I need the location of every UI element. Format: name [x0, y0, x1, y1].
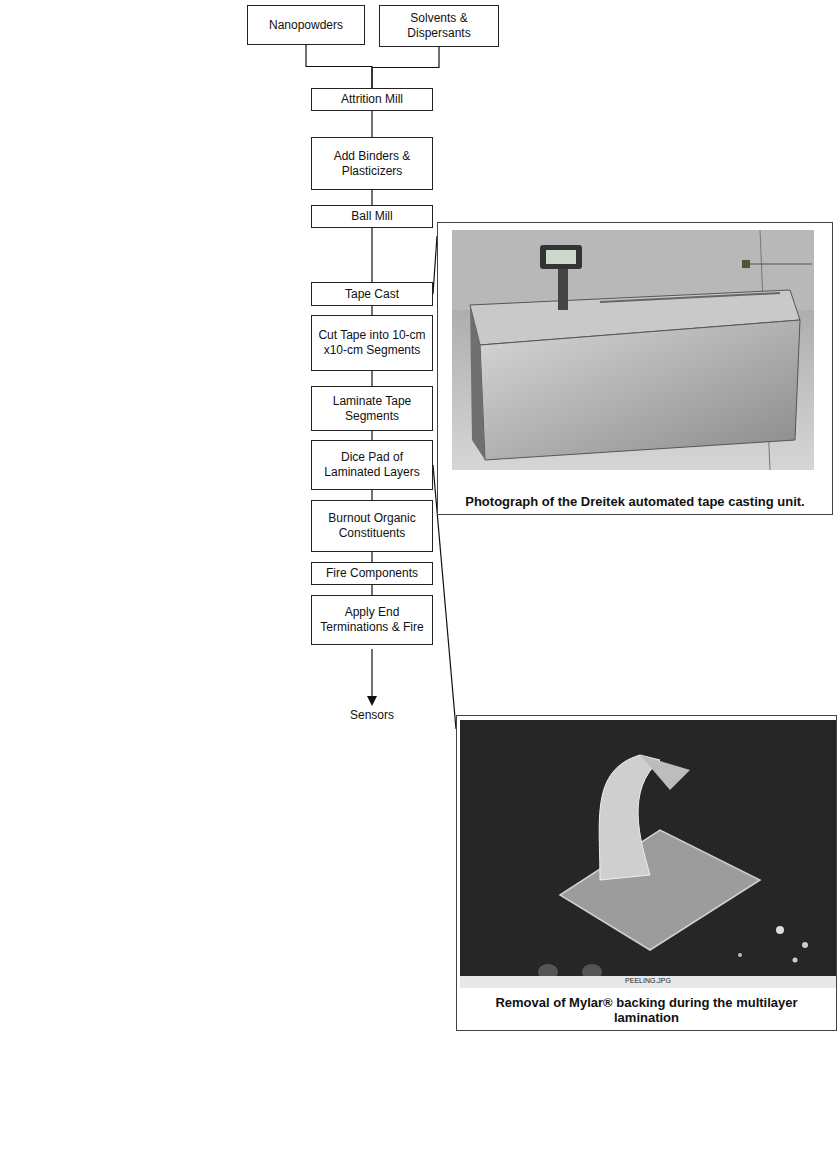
output-label: Sensors [350, 708, 394, 722]
photo-filename: PEELING.JPG [625, 977, 671, 984]
photo-panel: Photograph of the Dreitek automated tape… [437, 222, 833, 515]
mylar-peeling-photo [460, 720, 836, 988]
flow-line [371, 371, 372, 386]
step-label: Dice Pad of Laminated Layers [312, 448, 432, 482]
photo-caption: Removal of Mylar® backing during the mul… [465, 995, 828, 1026]
step-label: Cut Tape into 10-cm x10-cm Segments [312, 326, 432, 360]
flow-line [306, 45, 372, 88]
step-label: Ball Mill [346, 207, 397, 226]
step-label: Nanopowders [264, 16, 348, 35]
flow-line [371, 111, 372, 137]
step-label: Fire Components [321, 564, 423, 583]
flow-line [372, 47, 439, 88]
process-box: Apply End Terminations & Fire [311, 595, 433, 645]
arrowhead [367, 696, 377, 706]
output-arrow [371, 649, 372, 697]
flow-line [371, 431, 372, 440]
step-label: Solvents & Dispersants [380, 9, 498, 43]
process-box: Burnout Organic Constituents [311, 500, 433, 552]
process-box: Tape Cast [311, 282, 433, 306]
step-label: Add Binders & Plasticizers [312, 147, 432, 181]
flow-line [371, 552, 372, 562]
process-box: Laminate Tape Segments [311, 386, 433, 431]
step-label: Attrition Mill [336, 90, 408, 109]
process-box: Attrition Mill [311, 88, 433, 111]
step-label: Tape Cast [340, 285, 404, 304]
process-box: Fire Components [311, 562, 433, 585]
flow-line [371, 585, 372, 595]
process-box: Add Binders & Plasticizers [311, 137, 433, 190]
tape-caster-photo [452, 230, 814, 470]
process-box: Nanopowders [247, 5, 365, 45]
flow-line [371, 228, 372, 282]
step-label: Apply End Terminations & Fire [312, 603, 432, 637]
process-box: Dice Pad of Laminated Layers [311, 440, 433, 490]
process-box: Solvents & Dispersants [379, 5, 499, 47]
photo-caption: Photograph of the Dreitek automated tape… [465, 494, 804, 510]
process-box: Ball Mill [311, 205, 433, 228]
process-box: Cut Tape into 10-cm x10-cm Segments [311, 315, 433, 371]
flow-line [371, 190, 372, 205]
flow-line [371, 490, 372, 500]
step-label: Laminate Tape Segments [312, 392, 432, 426]
flow-line [371, 306, 372, 315]
step-label: Burnout Organic Constituents [312, 509, 432, 543]
